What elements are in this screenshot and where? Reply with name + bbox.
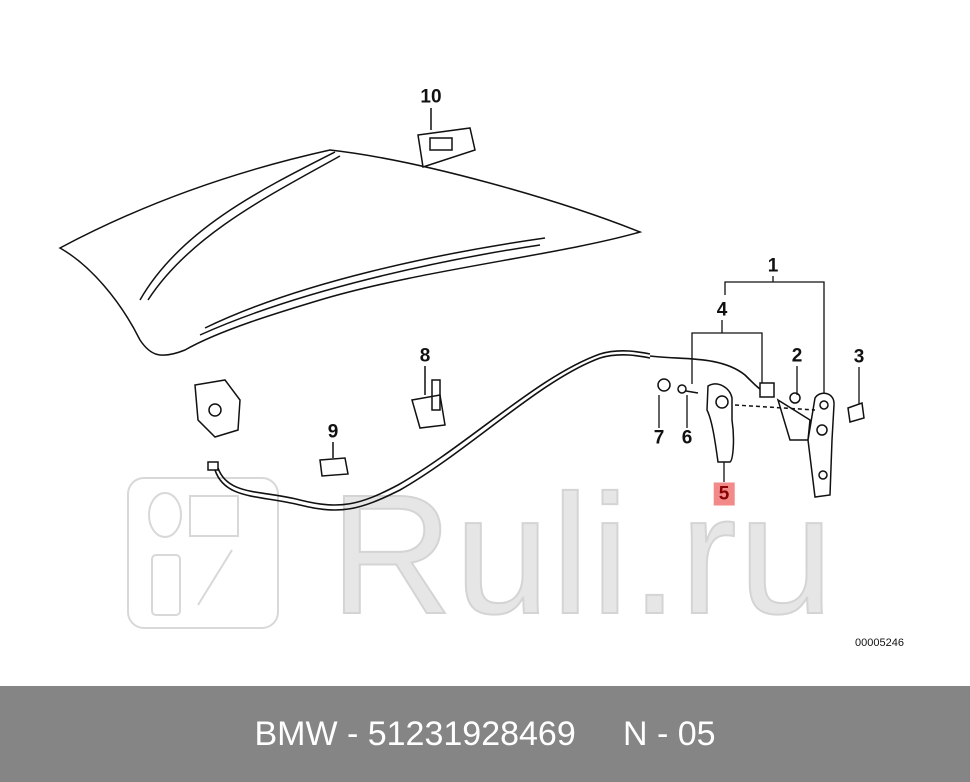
callout-10: 10 <box>420 86 442 108</box>
diagram-code: 00005246 <box>855 637 904 649</box>
callout-4: 4 <box>716 299 728 321</box>
callout-2: 2 <box>791 345 803 367</box>
callout-1: 1 <box>767 255 779 277</box>
callout-7: 7 <box>653 427 665 449</box>
callout-3: 3 <box>853 346 865 368</box>
callout-9: 9 <box>327 421 339 443</box>
footer-bar: BMW - 51231928469 N - 05 <box>0 686 970 782</box>
part-10-bumper <box>417 108 476 168</box>
part-9-clip <box>319 442 349 477</box>
ruli-watermark: Ruli.ru <box>329 460 836 650</box>
callout-5-highlighted[interactable]: 5 <box>713 482 735 506</box>
hood-lock <box>194 379 241 471</box>
parts-diagram <box>58 108 865 629</box>
footer-part-info: BMW - 51231928469 N - 05 <box>254 714 716 753</box>
callout-6: 6 <box>681 427 693 449</box>
part-8-pin <box>411 366 446 429</box>
hood <box>58 149 643 356</box>
callout-8: 8 <box>419 345 431 367</box>
callout-brackets <box>658 276 860 482</box>
lock-hardware <box>657 378 865 498</box>
watermark-logo-icon <box>127 477 279 629</box>
